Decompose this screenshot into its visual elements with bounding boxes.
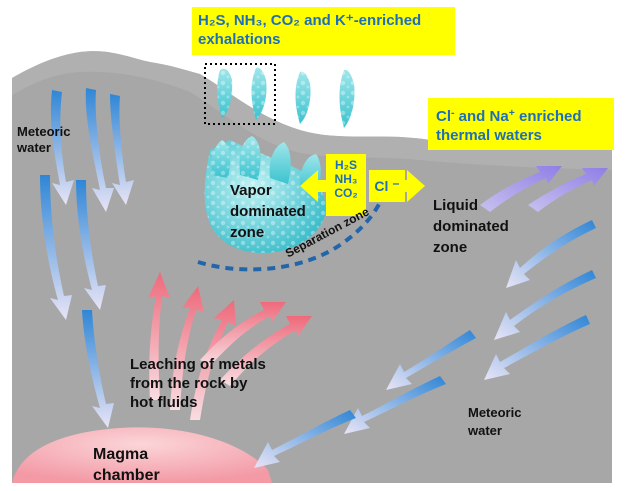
hot-fluid-arrows [148, 272, 312, 420]
meteoric-water-arrows [40, 88, 608, 468]
exhalation-plumes [217, 67, 355, 128]
chloride-label: Cl ⁻ [374, 178, 400, 194]
separation-zone-line [197, 189, 387, 272]
vapor-cloud [204, 136, 326, 254]
gas-h2s: H₂S [334, 158, 357, 172]
separation-arrow [300, 170, 425, 202]
thermal-waters-label: Cl- and Na+ enriched thermal waters [428, 98, 614, 150]
magma-chamber-label: Magma chamber [93, 446, 160, 484]
exhalations-line-1: H₂S, NH₃, CO₂ and K⁺-enriched [198, 12, 422, 29]
bottom-strip [0, 483, 629, 491]
magma-chamber [12, 427, 272, 483]
exhalations-line-2: exhalations [198, 31, 281, 48]
exhalations-label: H₂S, NH₃, CO₂ and K⁺-enriched exhalation… [192, 7, 455, 55]
surface-highlight [12, 51, 612, 170]
leaching-label: Leaching of metals from the rock by hot … [130, 356, 266, 411]
gas-co2: CO₂ [334, 186, 358, 200]
thermal-waters-line-1: Cl- and Na+ enriched [436, 107, 582, 125]
meteoric-water-right-label: Meteoric water [468, 405, 522, 438]
thermal-waters-line-2: thermal waters [436, 127, 542, 144]
meteoric-water-left-label: Meteoric water [17, 124, 71, 155]
dotted-highlight-box [204, 63, 276, 125]
vapor-zone-label: Vapor dominated zone [230, 182, 306, 241]
chloride-box: Cl ⁻ [369, 170, 405, 202]
liquid-zone-label: Liquid dominated zone [433, 197, 509, 256]
gas-nh3: NH₃ [334, 172, 358, 186]
gas-species-box: H₂S NH₃ CO₂ [326, 154, 366, 216]
